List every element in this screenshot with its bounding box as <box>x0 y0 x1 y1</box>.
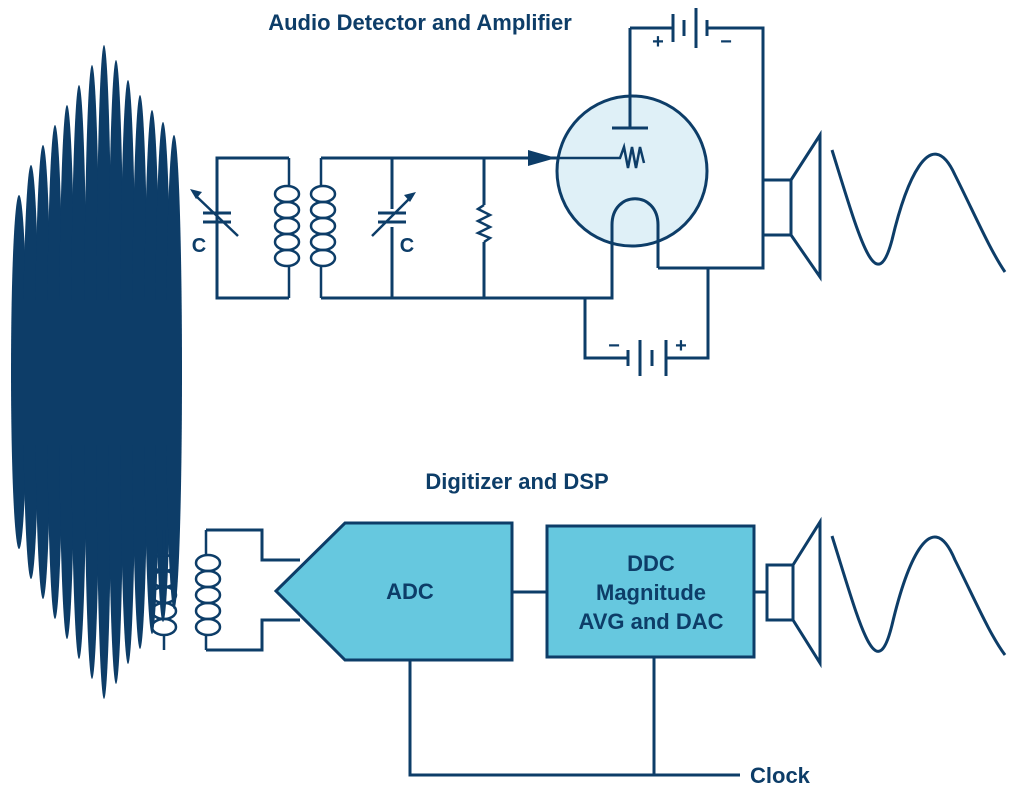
vacuum-tube <box>555 28 709 268</box>
battery-bottom-wire-left <box>583 298 628 360</box>
adc-block <box>273 521 514 662</box>
audio-sine-bottom <box>830 535 1007 656</box>
cap-label-right: C <box>400 235 414 257</box>
battery-bottom <box>626 340 668 376</box>
dsp-label-magnitude: Magnitude <box>596 580 706 605</box>
battery-bottom-wire-right <box>666 268 710 360</box>
cap-label-left: C <box>192 235 206 257</box>
resistor <box>474 203 493 244</box>
plate-return-wire <box>658 26 765 270</box>
left-tank-wire <box>215 156 289 300</box>
dsp-block <box>545 524 756 659</box>
rf-burst-core <box>14 300 180 445</box>
transformer-coil-secondary <box>309 158 337 298</box>
dsp-label-ddc: DDC <box>627 551 675 576</box>
battery-bottom-plus: + <box>675 335 687 357</box>
title-digitizer: Digitizer and DSP <box>425 469 608 494</box>
dsp-label-avg-dac: AVG and DAC <box>578 609 723 634</box>
detector-circuit: C <box>190 8 1007 376</box>
audio-sine-top <box>830 149 1007 273</box>
adc-input-wire-bottom <box>206 618 300 652</box>
adc-label: ADC <box>386 579 434 604</box>
rf-burst-waveform <box>11 45 182 699</box>
digitizer-circuit: ADC DDC Magnitude AVG and DAC Clock <box>150 516 1007 788</box>
variable-capacitor-right <box>371 192 416 237</box>
battery-top-plus: + <box>652 31 664 53</box>
ground-bus-wire <box>321 245 614 300</box>
title-audio-detector: Audio Detector and Amplifier <box>268 10 572 35</box>
battery-bottom-minus: − <box>608 335 620 357</box>
variable-capacitor-left <box>190 189 239 237</box>
antenna-coil-left <box>150 530 178 650</box>
speaker-top-icon <box>763 129 822 282</box>
speaker-bottom-icon <box>754 516 822 669</box>
signal-arrow-icon <box>528 150 556 166</box>
battery-top-minus: − <box>720 31 732 53</box>
clock-wire <box>408 660 740 777</box>
clock-label: Clock <box>750 763 811 788</box>
battery-top <box>671 8 709 48</box>
transformer-coil-primary <box>273 158 301 298</box>
antenna-coil-right <box>194 530 222 650</box>
adc-input-wire-top <box>206 528 300 562</box>
